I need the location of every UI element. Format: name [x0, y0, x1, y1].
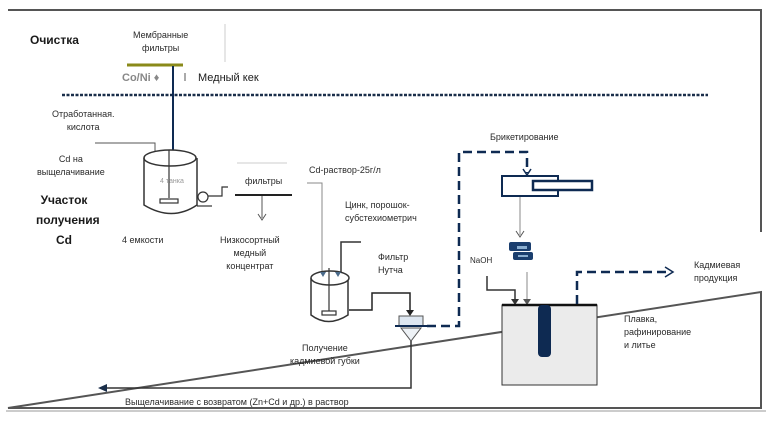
filters-label: фильтры	[245, 176, 283, 186]
membrane-filters-line1: Мембранные	[133, 30, 189, 40]
melting-furnace	[501, 303, 598, 386]
melting-label: Плавка, рафинирование и литье	[624, 313, 691, 352]
sponge-production-line2: кадмиевой губки	[290, 356, 360, 366]
membrane-filters-line2: фильтры	[142, 43, 180, 53]
low-grade-copper-label: Низкосортный медный концентрат	[220, 234, 280, 273]
low-grade-copper-line1: Низкосортный	[220, 235, 280, 245]
section-label-line1: Участок	[40, 193, 88, 207]
reactor-to-filter-arrow	[406, 310, 414, 316]
cleaning-label: Очистка	[30, 33, 79, 47]
sponge-reactor	[310, 268, 350, 323]
section-label-line3: Cd	[56, 233, 72, 247]
melting-line1: Плавка,	[624, 314, 658, 324]
section-label-line2: получения	[36, 213, 100, 227]
sponge-production-label: Получение кадмиевой губки	[290, 342, 360, 368]
dashed-to-products	[575, 270, 670, 304]
cd-solution-label: Cd-раствор-25г/л	[309, 165, 381, 175]
membrane-filters-label: Мембранные фильтры	[133, 29, 188, 55]
zinc-powder-label: Цинк, порошок- субстехиометрич	[345, 199, 417, 225]
zinc-powder-line2: субстехиометрич	[345, 213, 417, 223]
briquette-feed-arrow	[523, 299, 531, 305]
frame-border	[7, 9, 762, 409]
cadmium-products-label: Кадмиевая продукция	[694, 259, 740, 285]
nutsche-filter-line2: Нутча	[378, 265, 403, 275]
spent-acid-line1: Отработанная.	[52, 109, 115, 119]
sponge-production-line1: Получение	[302, 343, 348, 353]
cd-leaching-line2: выщелачивание	[37, 167, 105, 177]
spent-acid-line2: кислота	[66, 122, 100, 132]
leaching-tank	[143, 149, 228, 215]
naoh-label: NaOH	[470, 256, 493, 265]
cadmium-products-line1: Кадмиевая	[694, 260, 741, 270]
cd-leaching-line1: Cd на	[58, 154, 83, 164]
briquettes-icon	[509, 242, 533, 260]
nutsche-filter-line1: Фильтр	[378, 252, 409, 262]
nutsche-filter-label: Фильтр Нутча	[378, 251, 408, 277]
products-arrow	[664, 266, 675, 278]
naoh-feed-line	[486, 276, 516, 302]
briquetting-press	[501, 175, 594, 197]
low-grade-copper-line2: медный	[233, 248, 267, 258]
cd-leaching-label: Cd на выщелачивание	[37, 153, 105, 179]
return-line	[104, 341, 412, 389]
dashed-to-briquetting	[427, 150, 529, 328]
zinc-feed-line	[340, 241, 361, 272]
return-arrow	[98, 384, 107, 392]
melting-line2: рафинирование	[624, 327, 692, 337]
reactor-to-filter-line	[349, 292, 411, 312]
coni-label: Co/Ni ♦	[122, 72, 160, 84]
tanks-label: 4 емкости	[122, 235, 164, 245]
tank-inner-label: 4 танка	[160, 178, 184, 185]
cadmium-products-line2: продукция	[694, 273, 738, 283]
press-down-arrow	[515, 230, 525, 238]
copper-cake-label: Медный кек	[198, 72, 259, 84]
naoh-arrow	[511, 299, 519, 305]
return-leaching-label: Выщелачивание с возвратом (Zn+Cd и др.) …	[125, 397, 349, 407]
low-grade-copper-line3: концентрат	[226, 261, 274, 271]
briquetting-label: Брикетирование	[490, 132, 559, 142]
zinc-powder-line1: Цинк, порошок-	[345, 200, 410, 210]
spent-acid-label: Отработанная. кислота	[52, 108, 114, 134]
nutsche-filter	[395, 315, 427, 342]
section-cd-label: Участок получения Cd	[36, 190, 100, 250]
filters-down-arrow	[257, 213, 267, 221]
melting-line3: и литье	[624, 340, 656, 350]
cd-solution-line	[307, 182, 323, 272]
coni-text: Co/Ni	[122, 72, 151, 84]
